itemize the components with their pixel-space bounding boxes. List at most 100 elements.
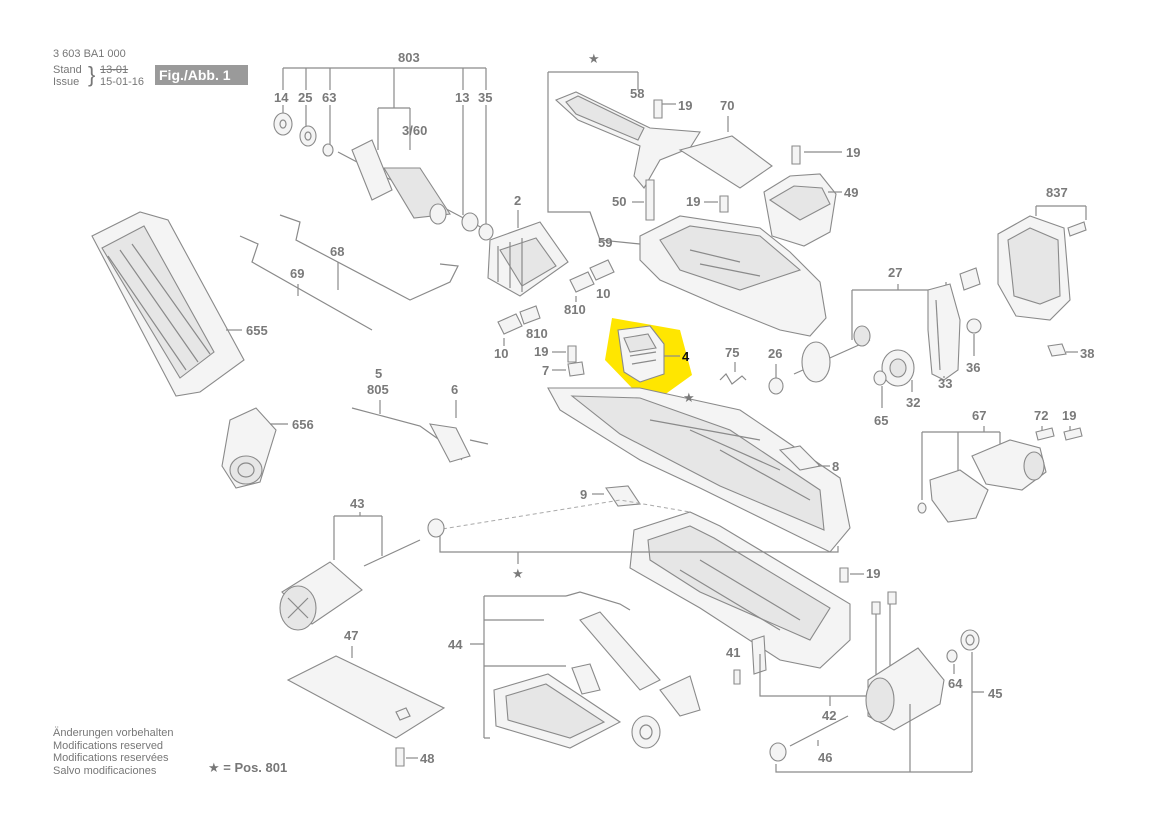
screw-837	[1067, 221, 1087, 237]
dust-box-655	[91, 211, 245, 397]
label-32: 32	[906, 395, 920, 410]
washer-67	[917, 502, 927, 514]
label-43: 43	[350, 496, 364, 511]
spring-68	[279, 214, 459, 301]
label-58: 58	[630, 86, 644, 101]
label-38: 38	[1080, 346, 1094, 361]
star-top: ★	[588, 51, 600, 66]
label-655: 655	[246, 323, 268, 338]
part-number: 3 603 BA1 000	[53, 48, 126, 60]
label-2: 2	[514, 193, 521, 208]
label-810-b: 810	[526, 326, 548, 341]
stand-label: Stand	[53, 64, 82, 76]
part-7	[567, 361, 585, 377]
group-star-top	[547, 71, 641, 245]
plate-38	[1047, 343, 1067, 357]
label-45: 45	[988, 686, 1002, 701]
screw-42-b	[887, 591, 897, 605]
nut-36	[966, 318, 982, 334]
label-70: 70	[720, 98, 734, 113]
label-75: 75	[725, 345, 739, 360]
figure-badge: Fig./Abb. 1	[155, 65, 248, 85]
label-25: 25	[298, 90, 312, 105]
label-50: 50	[612, 194, 626, 209]
bushing-26	[768, 377, 784, 395]
cable-805	[351, 407, 489, 463]
screw-42-a	[871, 601, 881, 615]
label-67: 67	[972, 408, 986, 423]
spring-69	[239, 235, 373, 331]
label-68: 68	[330, 244, 344, 259]
end-cap-837	[997, 215, 1071, 321]
roller-43	[279, 518, 445, 631]
label-837: 837	[1046, 185, 1068, 200]
label-13: 13	[455, 90, 469, 105]
star-base: ★	[512, 566, 524, 581]
label-35: 35	[478, 90, 492, 105]
belt-33	[927, 283, 961, 381]
screw-19-e	[1063, 427, 1083, 441]
screw-50	[645, 179, 655, 221]
notes: Änderungen vorbehalten Modifications res…	[53, 727, 173, 777]
brace: }	[88, 62, 96, 87]
label-19-c: 19	[846, 145, 860, 160]
screw-72	[1035, 427, 1055, 441]
label-27: 27	[888, 265, 902, 280]
label-59: 59	[598, 235, 612, 250]
base-plate	[629, 511, 851, 669]
sanding-sheet-47	[286, 655, 446, 739]
housing-lower	[547, 387, 851, 553]
axle-46	[769, 715, 849, 762]
stator-2	[487, 221, 569, 297]
label-63: 63	[322, 90, 336, 105]
washer-65	[873, 370, 887, 386]
issue-date: 15-01-16	[100, 76, 145, 88]
lever-41	[751, 635, 767, 675]
washer-14	[273, 112, 293, 136]
label-19-a: 19	[534, 344, 548, 359]
label-44: 44	[448, 637, 463, 652]
label-14: 14	[274, 90, 289, 105]
screw-41	[733, 669, 741, 685]
label-49: 49	[844, 185, 858, 200]
switch-4	[617, 325, 665, 383]
dust-adapter-656	[221, 407, 277, 489]
frame-44	[493, 591, 701, 749]
armature	[337, 139, 494, 241]
cover-70	[678, 135, 773, 189]
label-810-a: 810	[564, 302, 586, 317]
screw-19-b	[653, 99, 663, 119]
label-69: 69	[290, 266, 304, 281]
label-9: 9	[580, 487, 587, 502]
brush-holders	[497, 259, 615, 335]
label-19-b: 19	[678, 98, 692, 113]
label-48: 48	[420, 751, 434, 766]
gear-shaft	[793, 325, 871, 383]
bushing-27	[959, 267, 981, 291]
label-4: 4	[682, 349, 690, 364]
note-de: Änderungen vorbehalten	[53, 727, 174, 739]
label-5: 5	[375, 366, 382, 381]
note-en: Modifications reserved	[53, 739, 164, 752]
screw-19-a	[567, 345, 577, 363]
label-41: 41	[726, 645, 740, 660]
screw-19-d	[719, 195, 729, 213]
group-803	[282, 67, 487, 224]
label-64: 64	[948, 676, 963, 691]
label-65: 65	[874, 413, 888, 428]
legend-pos-801: ★ = Pos. 801	[208, 760, 288, 775]
roller-45	[865, 629, 980, 731]
gear-32	[881, 349, 915, 387]
screw-19-f	[839, 567, 849, 583]
label-805: 805	[367, 382, 389, 397]
label-803: 803	[398, 50, 420, 65]
knob-67	[929, 439, 1047, 523]
label-19-e: 19	[1062, 408, 1076, 423]
washer-25	[299, 125, 317, 147]
label-26: 26	[768, 346, 782, 361]
ring-63	[322, 143, 334, 157]
label-19-f: 19	[866, 566, 880, 581]
label-10-a: 10	[596, 286, 610, 301]
label-10-b: 10	[494, 346, 508, 361]
